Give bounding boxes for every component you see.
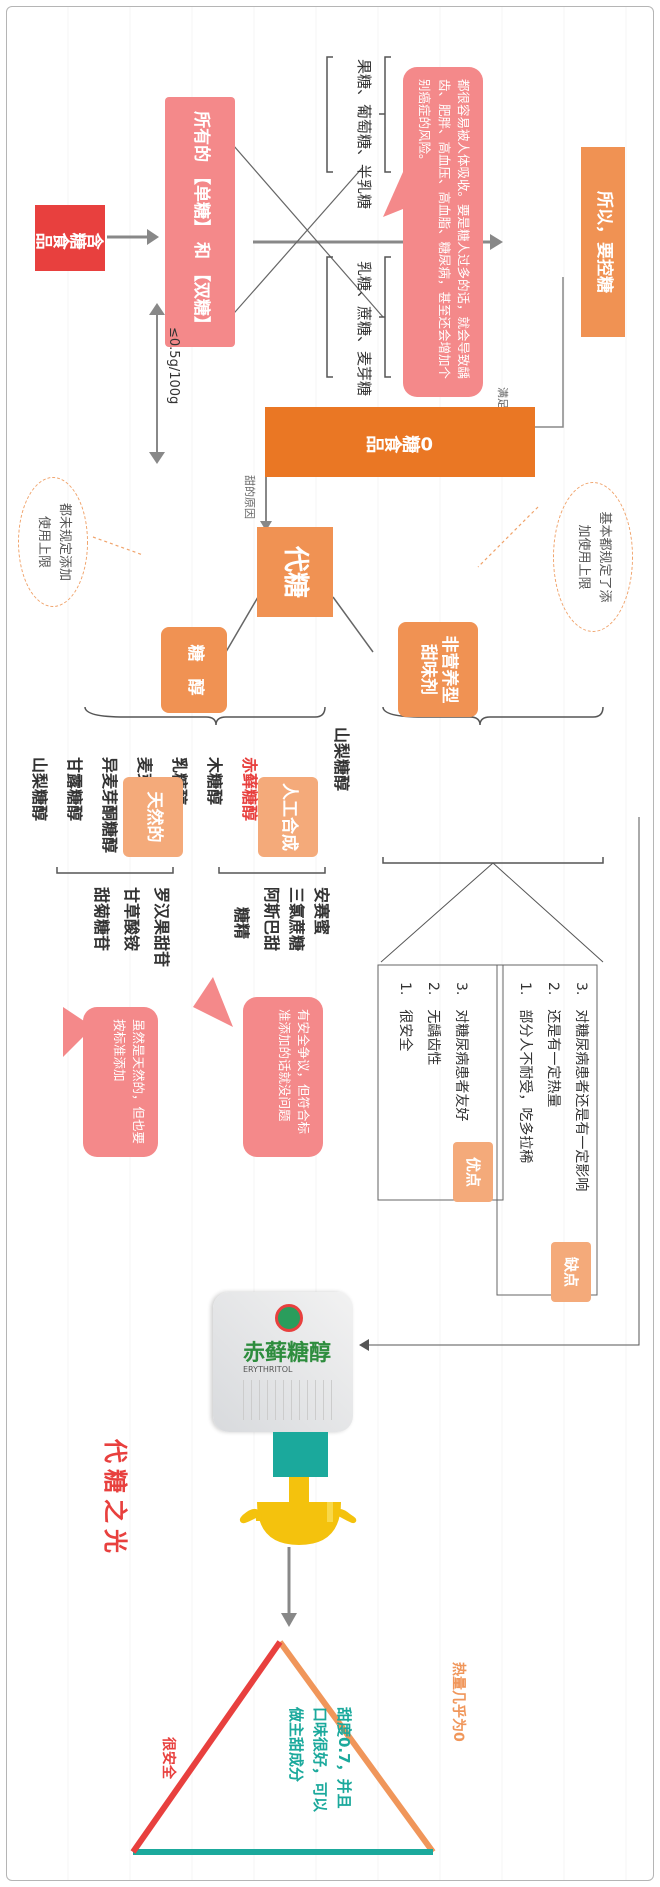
artificial-item-0: 糖精 bbox=[232, 907, 251, 940]
alcohol-item-0: 山梨糖醇 bbox=[30, 757, 49, 822]
connector-lines bbox=[56, 56, 640, 1855]
triangle-sweetness-line1: 甜度0.7，并且 bbox=[335, 1707, 353, 1809]
natural-box: 天然的 bbox=[123, 777, 183, 857]
pros-badge: 优点 bbox=[453, 1142, 493, 1202]
trophy-icon bbox=[223, 1417, 357, 1547]
all-sugars-prefix: 所有的 bbox=[190, 111, 211, 163]
sugar-alcohol-box: 糖 醇 bbox=[161, 627, 227, 713]
control-sugar-box: 所以，要控糖 bbox=[581, 147, 625, 337]
sugar-alcohol-label: 糖 醇 bbox=[184, 644, 205, 696]
diagram-frame: 含糖食品 所有的 【单糖】 和 【双糖】 果糖、葡萄糖、半乳糖 乳糖、蔗糖、麦芽… bbox=[6, 6, 654, 1881]
triangle-sweetness-line2: 口味很好，可以 bbox=[311, 1707, 329, 1813]
alcohol-limit-note: 都未规定添加使用上限 bbox=[18, 477, 88, 607]
sugar-food-label: 含糖食品 bbox=[36, 228, 104, 249]
single-sugar-label: 单糖 bbox=[190, 185, 211, 220]
sugar-food-box: 含糖食品 bbox=[35, 205, 105, 271]
sweet-reason-label: 甜的原因 bbox=[243, 475, 256, 519]
pros-item-2: 3. 对糖尿病患者友好 bbox=[453, 982, 469, 1122]
sweetener-label: 非营养型甜味剂 bbox=[418, 635, 460, 704]
single-sugar-items: 果糖、葡萄糖、半乳糖 bbox=[355, 59, 373, 210]
bag-table bbox=[243, 1380, 333, 1420]
artificial-item-1: 阿斯巴甜 bbox=[262, 887, 281, 952]
all-sugars-box: 所有的 【单糖】 和 【双糖】 bbox=[165, 97, 235, 347]
threshold-label: ≤0.5g/100g bbox=[166, 327, 181, 405]
sweetener-limit-text: 基本都规定了添加使用上限 bbox=[576, 511, 612, 603]
sugar-substitute-label: 代糖 bbox=[280, 545, 311, 598]
warning-text: 都很容易被人体吸收。要是糖人过多的话，就会导致龋齿、肥胖、高血压、高血脂、糖尿病… bbox=[417, 79, 471, 380]
erythritol-bag-image: 赤藓糖醇 ERYTHRITOL bbox=[213, 1292, 353, 1432]
diagram-stage: 含糖食品 所有的 【单糖】 和 【双糖】 果糖、葡萄糖、半乳糖 乳糖、蔗糖、麦芽… bbox=[7, 7, 653, 1880]
zero-sugar-box: 0糖食品 bbox=[265, 407, 535, 477]
artificial-box: 人工合成 bbox=[258, 777, 318, 857]
control-sugar-label: 所以，要控糖 bbox=[593, 191, 614, 293]
triangle-safe: 很安全 bbox=[160, 1737, 176, 1779]
alcohol-item-5: 木糖醇 bbox=[205, 757, 224, 806]
artificial-label: 人工合成 bbox=[278, 783, 299, 851]
alcohol-limit-text: 都未规定添加使用上限 bbox=[36, 502, 72, 581]
pros-item-0: 1. 很安全 bbox=[397, 982, 413, 1052]
natural-item-2: 罗汉果甜苷 bbox=[152, 887, 171, 968]
double-sugar-label: 双糖 bbox=[190, 281, 211, 316]
and-label: 和 bbox=[190, 241, 211, 259]
sweetener-box: 非营养型甜味剂 bbox=[398, 622, 478, 717]
cons-item-2: 3. 对糖尿病患者还是有一定影响 bbox=[573, 982, 589, 1192]
natural-bubble-text: 虽然是天然的，但也要按标准添加 bbox=[111, 1019, 146, 1145]
sugar-substitute-box: 代糖 bbox=[257, 527, 333, 617]
bag-subtitle: ERYTHRITOL bbox=[243, 1365, 293, 1374]
zero-sugar-label: 0糖食品 bbox=[366, 432, 434, 454]
natural-item-1: 甘草酸铵 bbox=[122, 887, 141, 952]
bag-logo-icon bbox=[275, 1304, 303, 1332]
artificial-item-2: 三氯蔗糖 bbox=[287, 887, 306, 952]
artificial-item-3: 安赛蜜 bbox=[312, 887, 331, 936]
cons-item-1: 2. 还是有一定热量 bbox=[545, 982, 561, 1108]
cons-item-0: 1. 部分人不耐受，吃多拉稀 bbox=[517, 982, 533, 1164]
cons-label: 缺点 bbox=[562, 1256, 581, 1287]
artificial-bubble-text: 有安全争议，但符合标准添加的话就没问题 bbox=[276, 1009, 311, 1135]
natural-bubble: 虽然是天然的，但也要按标准添加 bbox=[83, 1007, 158, 1157]
substitute-light-label: 代糖之光 bbox=[101, 1439, 129, 1559]
natural-label: 天然的 bbox=[143, 791, 164, 843]
alcohol-item-1: 甘露糖醇 bbox=[65, 757, 84, 822]
warning-bubble: 都很容易被人体吸收。要是糖人过多的话，就会导致龋齿、肥胖、高血压、高血脂、糖尿病… bbox=[403, 67, 483, 397]
cons-badge: 缺点 bbox=[551, 1242, 591, 1302]
artificial-bubble: 有安全争议，但符合标准添加的话就没问题 bbox=[243, 997, 323, 1157]
natural-item-0: 甜菊糖苷 bbox=[92, 887, 111, 952]
triangle-calorie: 热量几乎为0 bbox=[450, 1662, 466, 1742]
sweetener-limit-note: 基本都规定了添加使用上限 bbox=[553, 482, 633, 632]
triangle-sweetness-line3: 做主甜成分 bbox=[287, 1707, 305, 1783]
double-sugar-items: 乳糖、蔗糖、麦芽糖 bbox=[355, 261, 373, 397]
alcohol-item-2: 异麦芽酮糖醇 bbox=[100, 757, 119, 854]
pros-label: 优点 bbox=[464, 1156, 483, 1187]
pros-item-1: 2. 无龋齿性 bbox=[425, 982, 441, 1066]
